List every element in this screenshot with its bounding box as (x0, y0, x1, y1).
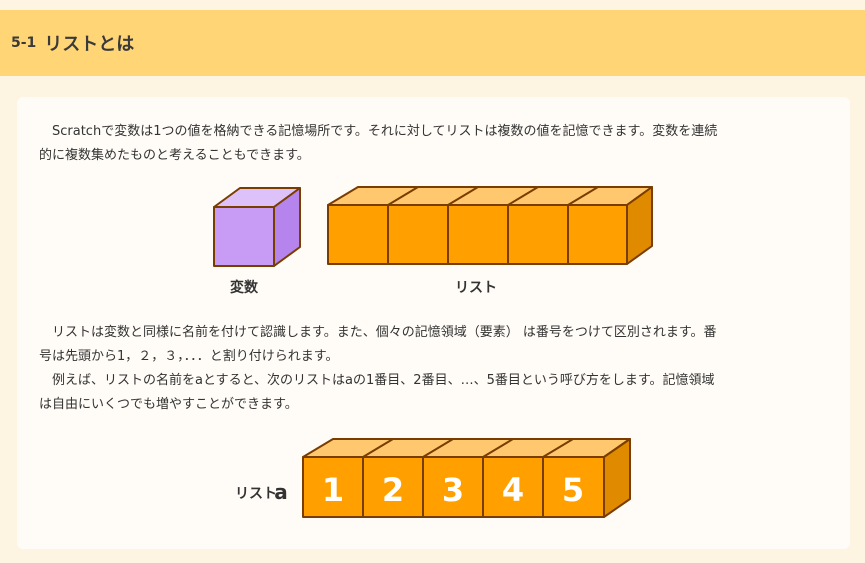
element-number-2: 2 (382, 471, 404, 509)
element-number-3: 3 (442, 471, 464, 509)
list-a-label: リスト (235, 486, 277, 502)
top-strip (0, 0, 865, 10)
list-a-name: a (274, 480, 288, 504)
variable-box (213, 187, 301, 267)
element-box-3 (422, 456, 484, 518)
element-box-5 (542, 456, 605, 518)
list-boxes (327, 186, 653, 265)
element-number-4: 4 (502, 471, 524, 509)
element-box-4 (482, 456, 544, 518)
list-cell-1 (327, 204, 389, 265)
list-label: リスト (455, 280, 497, 296)
list-cell-5 (567, 204, 628, 265)
intro-paragraph: Scratchで変数は1つの値を格納できる記憶場所です。それに対してリストは複数… (39, 124, 718, 163)
list-a-boxes (302, 438, 631, 518)
element-number-5: 5 (562, 471, 584, 509)
section-header: 5-1 リストとは (0, 10, 865, 76)
section-number: 5-1 (11, 35, 37, 51)
variable-label: 変数 (230, 279, 259, 296)
list-cell-4 (507, 204, 569, 265)
element-number-1: 1 (322, 471, 344, 509)
section-title: リストとは (44, 34, 135, 55)
list-cell-3 (447, 204, 509, 265)
explanation-paragraph: リストは変数と同様に名前を付けて認識します。また、個々の記憶領域（要素） は番号… (39, 325, 717, 412)
list-cell-2 (387, 204, 449, 265)
